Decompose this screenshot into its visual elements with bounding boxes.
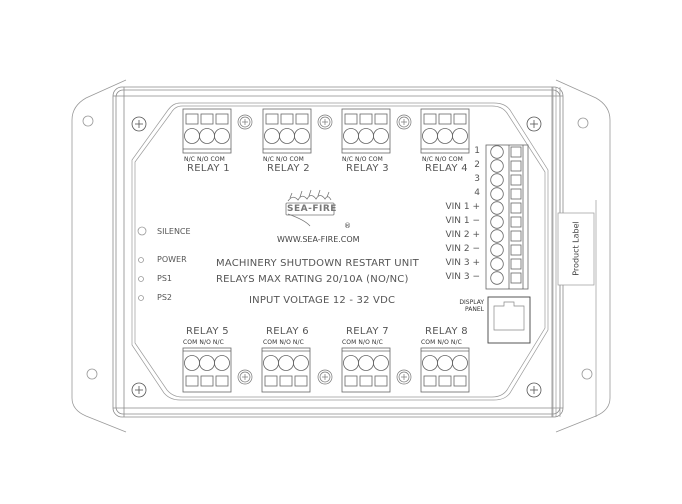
ps2-label: PS2 <box>157 293 172 302</box>
terminal-label-vin2-minus: VIN 2 − <box>445 244 480 254</box>
mounting-hole-right <box>577 117 589 129</box>
relay-4-label: RELAY 4 <box>425 163 468 174</box>
ps2-led-icon <box>138 295 144 301</box>
terminal-label-vin1-plus: VIN 1 + <box>445 202 480 212</box>
screw-icon <box>396 369 412 385</box>
ps1-label: PS1 <box>157 274 172 283</box>
corner-screws <box>131 116 542 398</box>
enclosure-body <box>112 86 564 418</box>
screw-icon <box>526 116 542 132</box>
relay-8-label: RELAY 8 <box>425 326 468 337</box>
product-label-text: Product Label <box>571 221 581 276</box>
screw-icon <box>317 114 333 130</box>
relay-3-pin-labels: N/C N/O COM <box>342 156 383 163</box>
display-port <box>487 296 531 344</box>
display-panel-line1: DISPLAY <box>459 299 484 306</box>
device-title: MACHINERY SHUTDOWN RESTART UNIT <box>216 258 419 269</box>
terminal-label-vin3-minus: VIN 3 − <box>445 272 480 282</box>
relay-5-label: RELAY 5 <box>186 326 229 337</box>
relay-2-label: RELAY 2 <box>267 163 310 174</box>
sea-fire-logo <box>285 189 335 227</box>
brand-text: SEA-FIRE <box>287 204 337 214</box>
silence-label: SILENCE <box>157 227 191 236</box>
relay-5-pin-labels: COM N/O N/C <box>183 339 224 346</box>
relay-6-pin-labels: COM N/O N/C <box>263 339 304 346</box>
side-channel <box>552 87 597 417</box>
website-url: WWW.SEA-FIRE.COM <box>277 235 360 244</box>
mounting-hole-left <box>82 115 94 127</box>
mounting-hole-right-bottom <box>581 368 593 380</box>
terminal-label-3: 3 <box>474 174 480 184</box>
relay-rating: RELAYS MAX RATING 20/10A (NO/NC) <box>216 274 409 285</box>
mounting-hole-left-bottom <box>86 368 98 380</box>
bottom-separator-screws <box>237 369 412 385</box>
relay-6-label: RELAY 6 <box>266 326 309 337</box>
screw-icon <box>131 382 147 398</box>
top-relay-connectors <box>182 108 470 154</box>
terminal-block <box>485 144 529 290</box>
registered-mark: ® <box>344 222 351 230</box>
screw-icon <box>237 114 253 130</box>
relay-4-pin-labels: N/C N/O COM <box>422 156 463 163</box>
relay-7-label: RELAY 7 <box>346 326 389 337</box>
screw-icon <box>237 369 253 385</box>
display-panel-label: DISPLAY PANEL <box>448 299 484 313</box>
power-label: POWER <box>157 255 187 264</box>
terminal-label-2: 2 <box>474 160 480 170</box>
screw-icon <box>526 382 542 398</box>
input-voltage: INPUT VOLTAGE 12 - 32 VDC <box>249 295 396 306</box>
terminal-label-vin2-plus: VIN 2 + <box>445 230 480 240</box>
terminal-label-vin1-minus: VIN 1 − <box>445 216 480 226</box>
ps1-led-icon <box>138 276 144 282</box>
top-separator-screws <box>237 114 412 130</box>
screw-icon <box>131 116 147 132</box>
display-panel-line2: PANEL <box>465 306 484 313</box>
mounting-flange <box>71 79 611 433</box>
power-led-icon <box>138 257 144 263</box>
inner-panel <box>131 102 549 401</box>
relay-8-pin-labels: COM N/O N/C <box>421 339 462 346</box>
bottom-relay-connectors <box>182 347 470 393</box>
relay-1-pin-labels: N/C N/O COM <box>184 156 225 163</box>
silence-button-icon <box>137 226 147 236</box>
terminal-label-1: 1 <box>474 146 480 156</box>
terminal-label-4: 4 <box>474 188 480 198</box>
relay-3-label: RELAY 3 <box>346 163 389 174</box>
indicator-leds <box>137 226 147 301</box>
relay-7-pin-labels: COM N/O N/C <box>342 339 383 346</box>
relay-2-pin-labels: N/C N/O COM <box>263 156 304 163</box>
relay-1-label: RELAY 1 <box>187 163 230 174</box>
screw-icon <box>317 369 333 385</box>
terminal-label-vin3-plus: VIN 3 + <box>445 258 480 268</box>
screw-icon <box>396 114 412 130</box>
product-label-box <box>557 212 595 286</box>
